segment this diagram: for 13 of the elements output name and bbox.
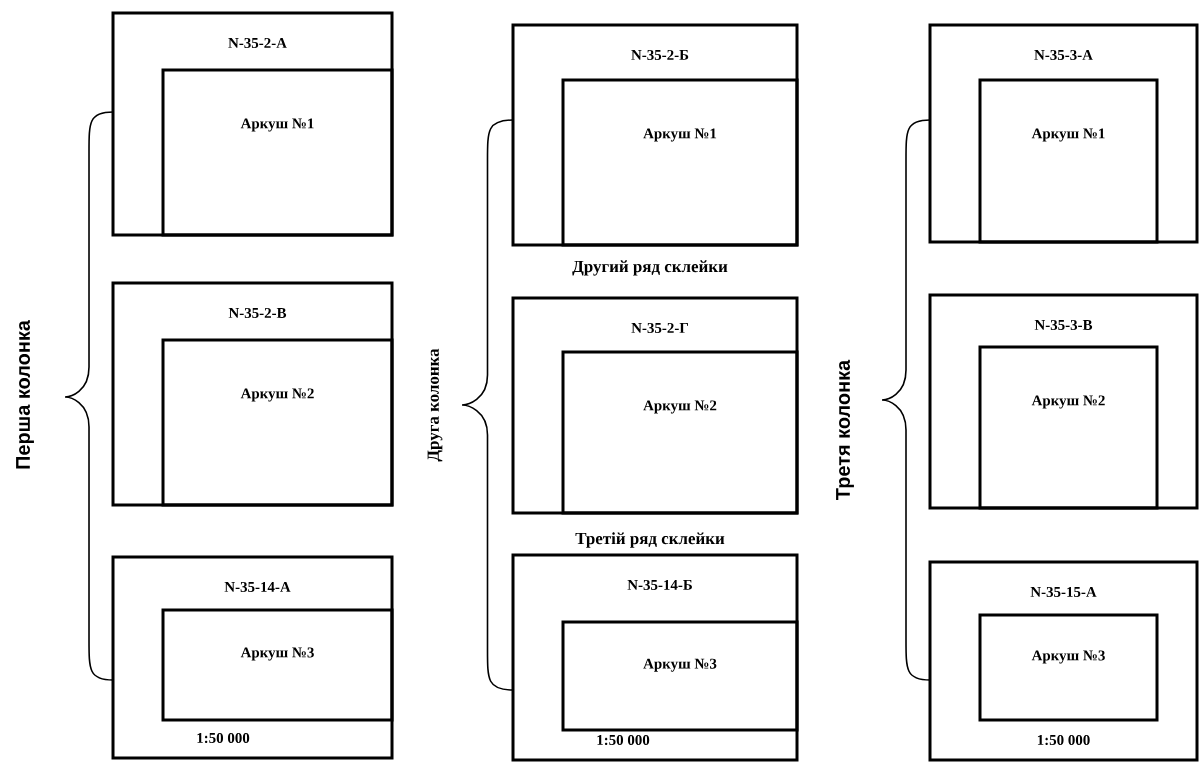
sheet-box: Аркуш №3: [161, 608, 394, 722]
sheet-box: Аркуш №1: [161, 68, 394, 237]
sheet-box: Аркуш №3: [561, 620, 799, 732]
sheet-box: Аркуш №2: [161, 338, 394, 507]
sheet-box: Аркуш №2: [561, 350, 799, 515]
column-label: Третя колонка: [836, 359, 854, 500]
column-label: Друга колонка: [427, 348, 443, 462]
sheet-box: Аркуш №3: [978, 613, 1159, 722]
row-label: Третій ряд склейки: [575, 532, 725, 548]
column-label: Перша колонка: [16, 319, 34, 469]
sheet-box: Аркуш №2: [978, 345, 1159, 510]
sheet-box: Аркуш №1: [978, 78, 1159, 244]
sheet-box: Аркуш №1: [561, 78, 799, 247]
